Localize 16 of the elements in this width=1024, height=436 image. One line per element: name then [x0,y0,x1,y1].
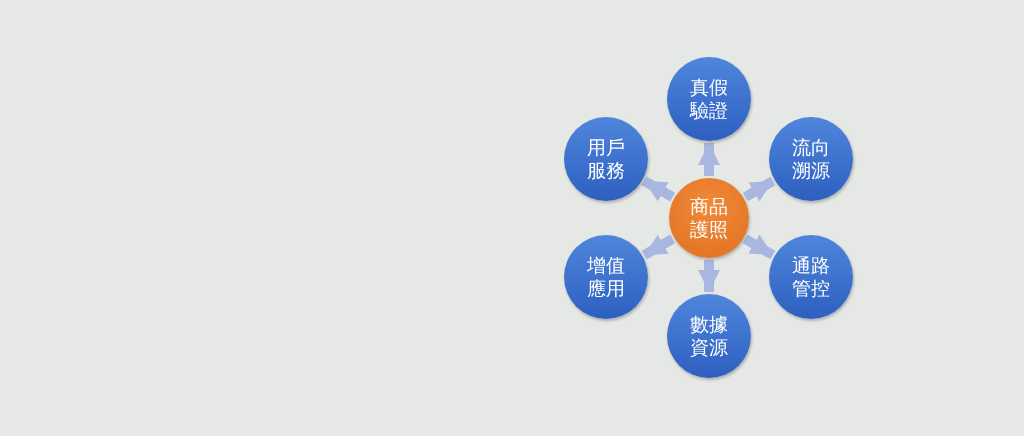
circle-label: 真假驗證 [689,76,729,122]
arrow [742,234,776,260]
arrow [742,176,776,202]
circle-label: 用戶服務 [586,136,626,182]
circle-label: 通路管控 [791,254,831,300]
arrow [641,176,676,202]
circle-label: 數據資源 [689,313,729,359]
center-circle [669,178,749,258]
circle-label: 流向溯源 [791,136,831,182]
topic-circle [769,117,853,201]
circle-label: 增值應用 [586,254,626,300]
topic-circle [769,235,853,319]
arrow [641,234,676,260]
arrow [698,143,720,176]
arrow [698,260,720,292]
circle-label: 商品護照 [689,195,729,241]
